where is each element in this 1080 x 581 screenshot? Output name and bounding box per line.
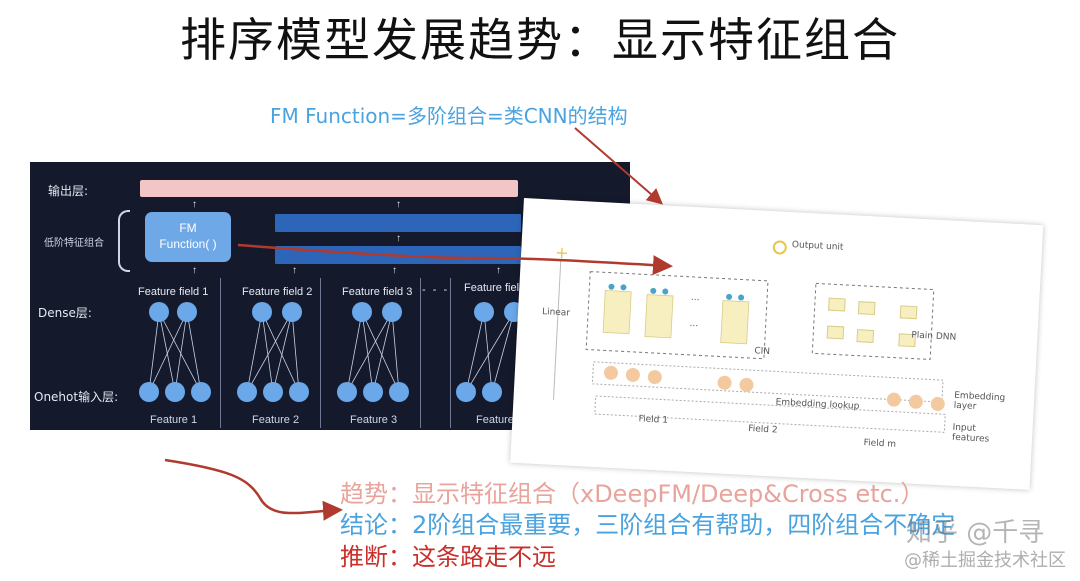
fm-function-box: FM Function( ) xyxy=(145,212,231,262)
field-label-1: Feature field 1 xyxy=(138,286,209,298)
ellipsis-label: ... xyxy=(689,318,699,330)
onehot-layer-label: Onehot输入层: xyxy=(34,390,119,404)
feature-label-1: Feature 1 xyxy=(150,414,198,426)
feature-label-2: Feature 2 xyxy=(252,414,300,426)
ellipsis-label: - - - xyxy=(422,284,450,296)
zhihu-watermark: 知乎 @千寻 xyxy=(906,518,1045,548)
arrow-up-icon: ↑ xyxy=(192,265,197,276)
field-m-label: Field m xyxy=(863,438,897,450)
xdeepfm-graph: + xyxy=(552,240,946,433)
ellipsis-label: ... xyxy=(690,292,700,304)
fm-function-note: FM Function=多阶组合=类CNN的结构 xyxy=(270,104,628,128)
input-features-label: Input features xyxy=(951,422,990,445)
arrow-up-icon: ↑ xyxy=(392,265,397,276)
xdeepfm-diagram-panel: + Output unit Linear ... ... CIN Plain D… xyxy=(510,198,1044,490)
feature-label-3: Feature 3 xyxy=(350,414,398,426)
cin-label: CIN xyxy=(754,346,771,358)
field-2-label: Field 2 xyxy=(747,424,778,436)
field-label-2: Feature field 2 xyxy=(242,286,313,298)
field-separator xyxy=(320,278,321,428)
arrow-up-icon: ↑ xyxy=(496,265,501,276)
linear-label: Linear xyxy=(541,307,571,319)
fm-box-line1: FM xyxy=(179,221,197,235)
output-layer-bar xyxy=(140,180,518,197)
dense-hidden-bar-top xyxy=(275,214,521,232)
field-separator xyxy=(420,278,421,428)
arrow-up-icon: ↑ xyxy=(292,265,297,276)
slide-title: 排序模型发展趋势：显示特征组合 xyxy=(180,13,900,67)
svg-text:+: + xyxy=(555,243,569,263)
arrow-up-icon: ↑ xyxy=(396,199,401,210)
arrow-up-icon: ↑ xyxy=(192,199,197,210)
conclusion-text: 结论：2阶组合最重要，三阶组合有帮助，四阶组合不确定 xyxy=(340,511,956,539)
brace-icon xyxy=(118,210,130,272)
dense-layer-label: Dense层: xyxy=(38,306,92,320)
output-layer-label: 输出层: xyxy=(48,184,89,198)
inference-text: 推断：这条路走不远 xyxy=(340,543,556,571)
field-1-label: Field 1 xyxy=(638,414,669,426)
field-separator xyxy=(220,278,221,428)
network-graph xyxy=(139,302,524,402)
arrow-up-icon: ↑ xyxy=(396,233,401,244)
field-label-3: Feature field 3 xyxy=(342,286,413,298)
low-order-combination-label: 低阶特征组合 xyxy=(44,238,104,249)
embedding-layer-label: Embedding layer xyxy=(953,390,1006,412)
trend-text: 趋势：显示特征组合（xDeepFM/Deep&Cross etc.） xyxy=(340,480,925,508)
juejin-watermark: @稀土掘金技术社区 xyxy=(904,550,1066,571)
field-separator xyxy=(450,278,451,428)
fm-box-line2: Function( ) xyxy=(159,237,217,251)
